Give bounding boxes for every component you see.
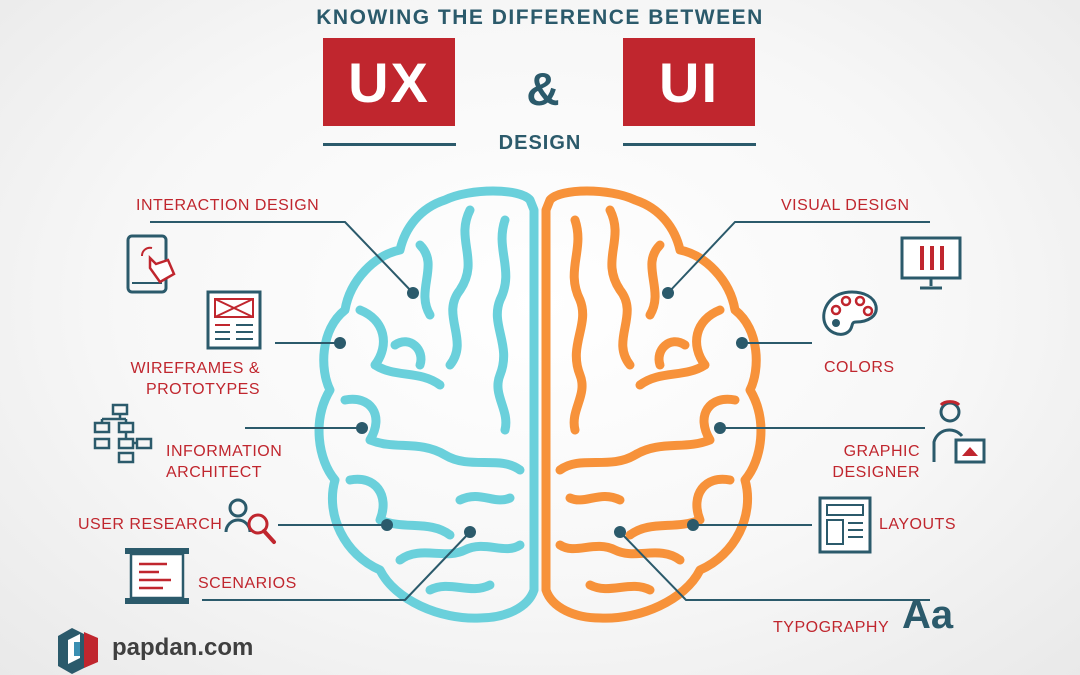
ui-badge: UI [623,38,755,126]
page-title: KNOWING THE DIFFERENCE BETWEEN [316,6,764,29]
scenario-board-icon [125,548,189,604]
layout-icon [818,496,872,554]
papdan-logo-icon [58,628,98,674]
line-visual-design [667,221,930,294]
label-information-line2: ARCHITECT [166,464,263,481]
tablet-touch-icon [126,234,176,294]
dot-information-architect [356,422,368,434]
dot-interaction-design [407,287,419,299]
ux-underline [323,143,456,146]
connector-dots [334,287,748,538]
label-layouts: LAYOUTS [879,516,956,533]
ui-brain-hemisphere [541,186,766,623]
ui-badge-text: UI [659,50,719,114]
dot-wireframes [334,337,346,349]
label-graphic-designer: GRAPHIC DESIGNER [790,441,920,483]
ux-badge-text: UX [348,50,430,114]
color-palette-icon [822,290,878,336]
label-typography: TYPOGRAPHY [773,619,890,636]
dot-layouts [687,519,699,531]
label-graphic-line2: DESIGNER [832,464,920,481]
label-information-architect: INFORMATION ARCHITECT [166,441,282,483]
label-wireframes-prototypes: WIREFRAMES & PROTOTYPES [110,358,260,400]
dot-visual-design [662,287,674,299]
connector-lines [150,221,930,601]
label-visual-design: VISUAL DESIGN [781,197,910,214]
dot-typography [614,526,626,538]
label-colors: COLORS [824,359,895,376]
wireframe-icon [206,290,262,350]
ux-brain-hemisphere [314,186,539,623]
user-search-icon [224,498,276,544]
label-user-research: USER RESEARCH [78,516,223,533]
line-interaction-design [150,221,414,294]
dot-colors [736,337,748,349]
ui-underline [623,143,756,146]
dot-graphic-designer [714,422,726,434]
line-scenarios [202,531,471,601]
graphic-designer-icon [932,400,986,464]
dot-user-research [381,519,393,531]
label-scenarios: SCENARIOS [198,575,297,592]
sitemap-icon [93,403,153,464]
label-wireframes-line2: PROTOTYPES [145,381,260,398]
label-information-line1: INFORMATION [166,443,283,460]
brand-name: papdan.com [112,634,254,661]
line-typography [619,531,930,601]
label-graphic-line1: GRAPHIC [843,443,920,460]
dot-scenarios [464,526,476,538]
label-wireframes-line1: WIREFRAMES & [130,360,260,377]
ampersand: & [526,63,560,115]
label-interaction-design: INTERACTION DESIGN [136,197,320,214]
design-subtitle: DESIGN [498,132,582,154]
monitor-tools-icon [900,236,962,290]
ux-badge: UX [323,38,455,126]
typography-icon: Aa [902,593,954,637]
